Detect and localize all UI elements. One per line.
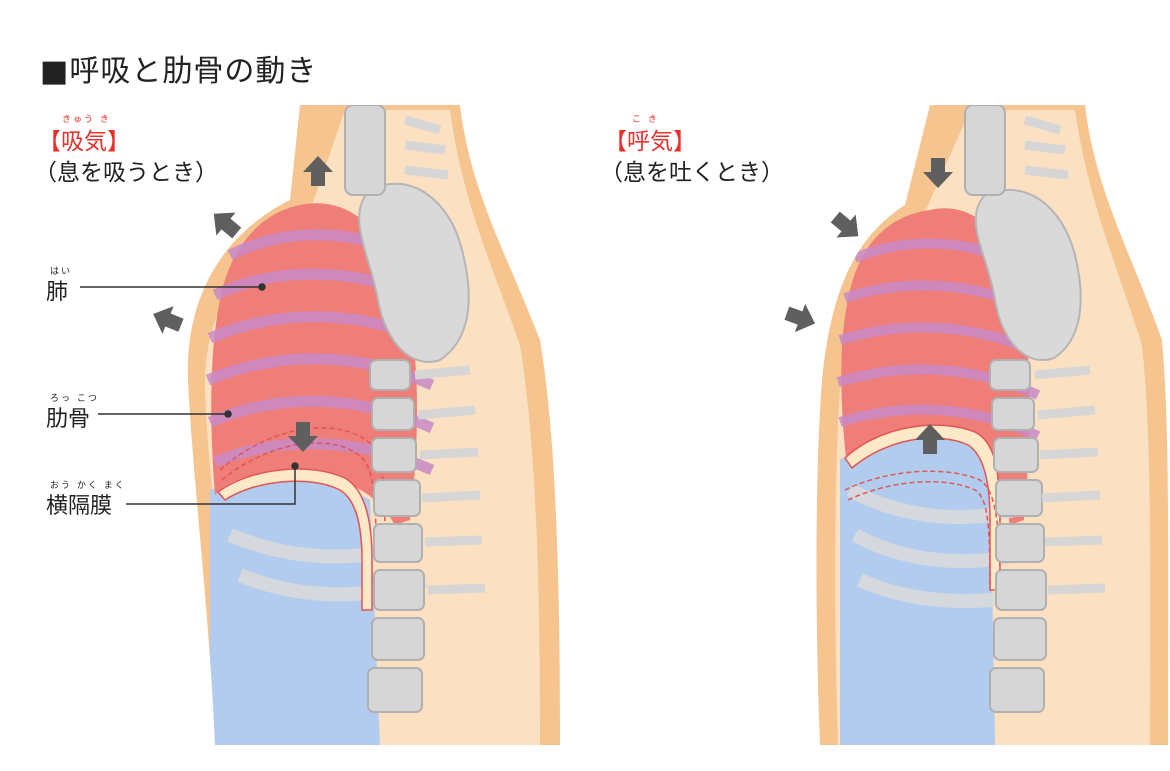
- exhale-spine: [964, 105, 1047, 713]
- inhale-spine: [344, 105, 425, 713]
- inhale-description: （息を吸うとき）: [34, 160, 218, 186]
- diagram-title: ■呼吸と肋骨の動き: [40, 54, 318, 89]
- exhale-label: 【呼気】: [604, 129, 696, 155]
- lung-label: 肺: [46, 280, 69, 305]
- inhale-label: 【吸気】: [38, 129, 130, 155]
- lung-ruby: はい: [50, 267, 73, 277]
- exhale-scapula: [974, 189, 1082, 361]
- exhale-description: （息を吐くとき）: [600, 160, 784, 186]
- arrow-out-icon: [147, 300, 187, 340]
- exhale-ruby: こ き: [632, 115, 659, 125]
- arrow-in-icon: [825, 205, 868, 248]
- inhale-abdomen: [210, 476, 380, 745]
- arrow-in-icon: [781, 299, 821, 338]
- inhale-scapula: [358, 182, 470, 363]
- leader-lines: [80, 283, 299, 505]
- diaphragm-label: 横隔膜: [46, 494, 113, 519]
- rib-label: 肋骨: [46, 407, 91, 432]
- rib-ruby: ろっ こつ: [50, 394, 99, 404]
- diaphragm-ruby: おう かく まく: [50, 481, 126, 491]
- inhale-ruby: きゅう き: [62, 115, 111, 125]
- exhale-torso: [781, 105, 1169, 745]
- inhale-torso: [80, 105, 560, 745]
